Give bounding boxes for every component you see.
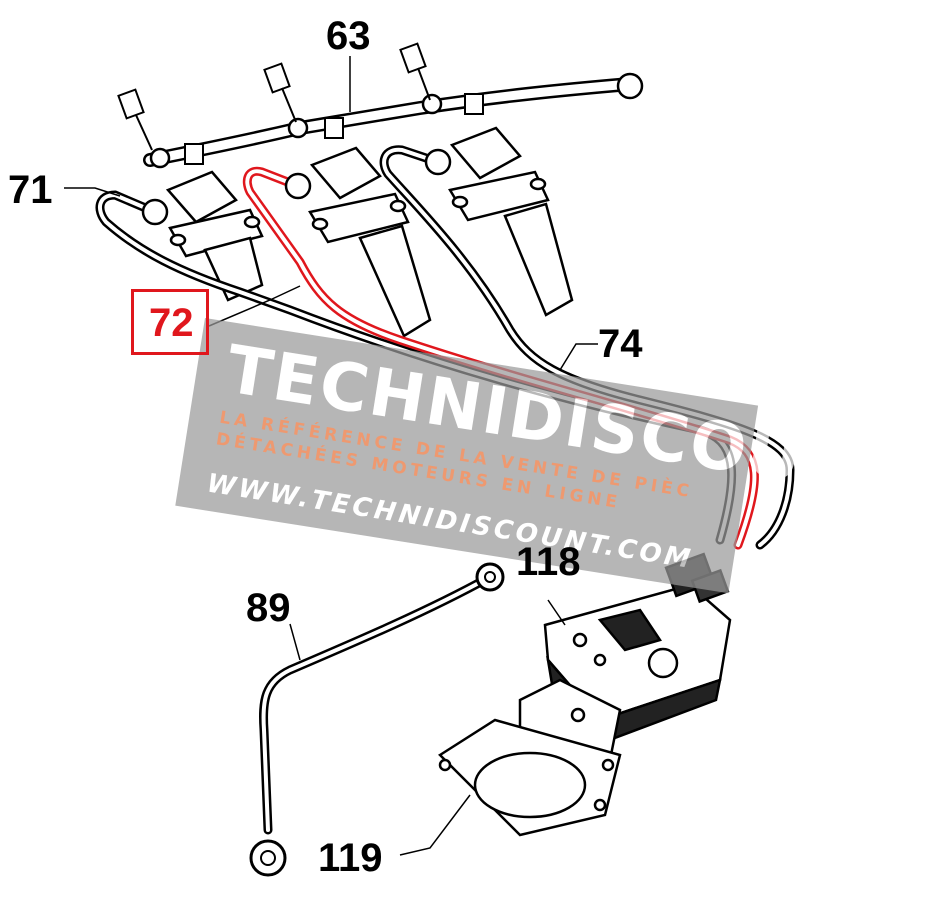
leak-off-rail xyxy=(143,72,644,169)
callout-72: 72 xyxy=(149,301,194,345)
leader-lines xyxy=(64,56,598,856)
banjo-bolts xyxy=(117,42,431,151)
injectors xyxy=(165,126,574,338)
callout-118: 118 xyxy=(516,540,581,584)
pipe-74 xyxy=(379,145,795,550)
callout-89: 89 xyxy=(246,586,291,630)
callout-72-box xyxy=(131,289,209,355)
injector-3 xyxy=(448,126,574,317)
callout-71: 71 xyxy=(8,168,53,212)
pump-gasket xyxy=(438,718,622,837)
injector-1 xyxy=(165,170,264,302)
callout-63: 63 xyxy=(326,14,371,58)
callout-74: 74 xyxy=(598,322,643,366)
callout-119: 119 xyxy=(318,836,383,880)
pipe-89 xyxy=(249,562,505,877)
injector-2 xyxy=(308,146,432,338)
